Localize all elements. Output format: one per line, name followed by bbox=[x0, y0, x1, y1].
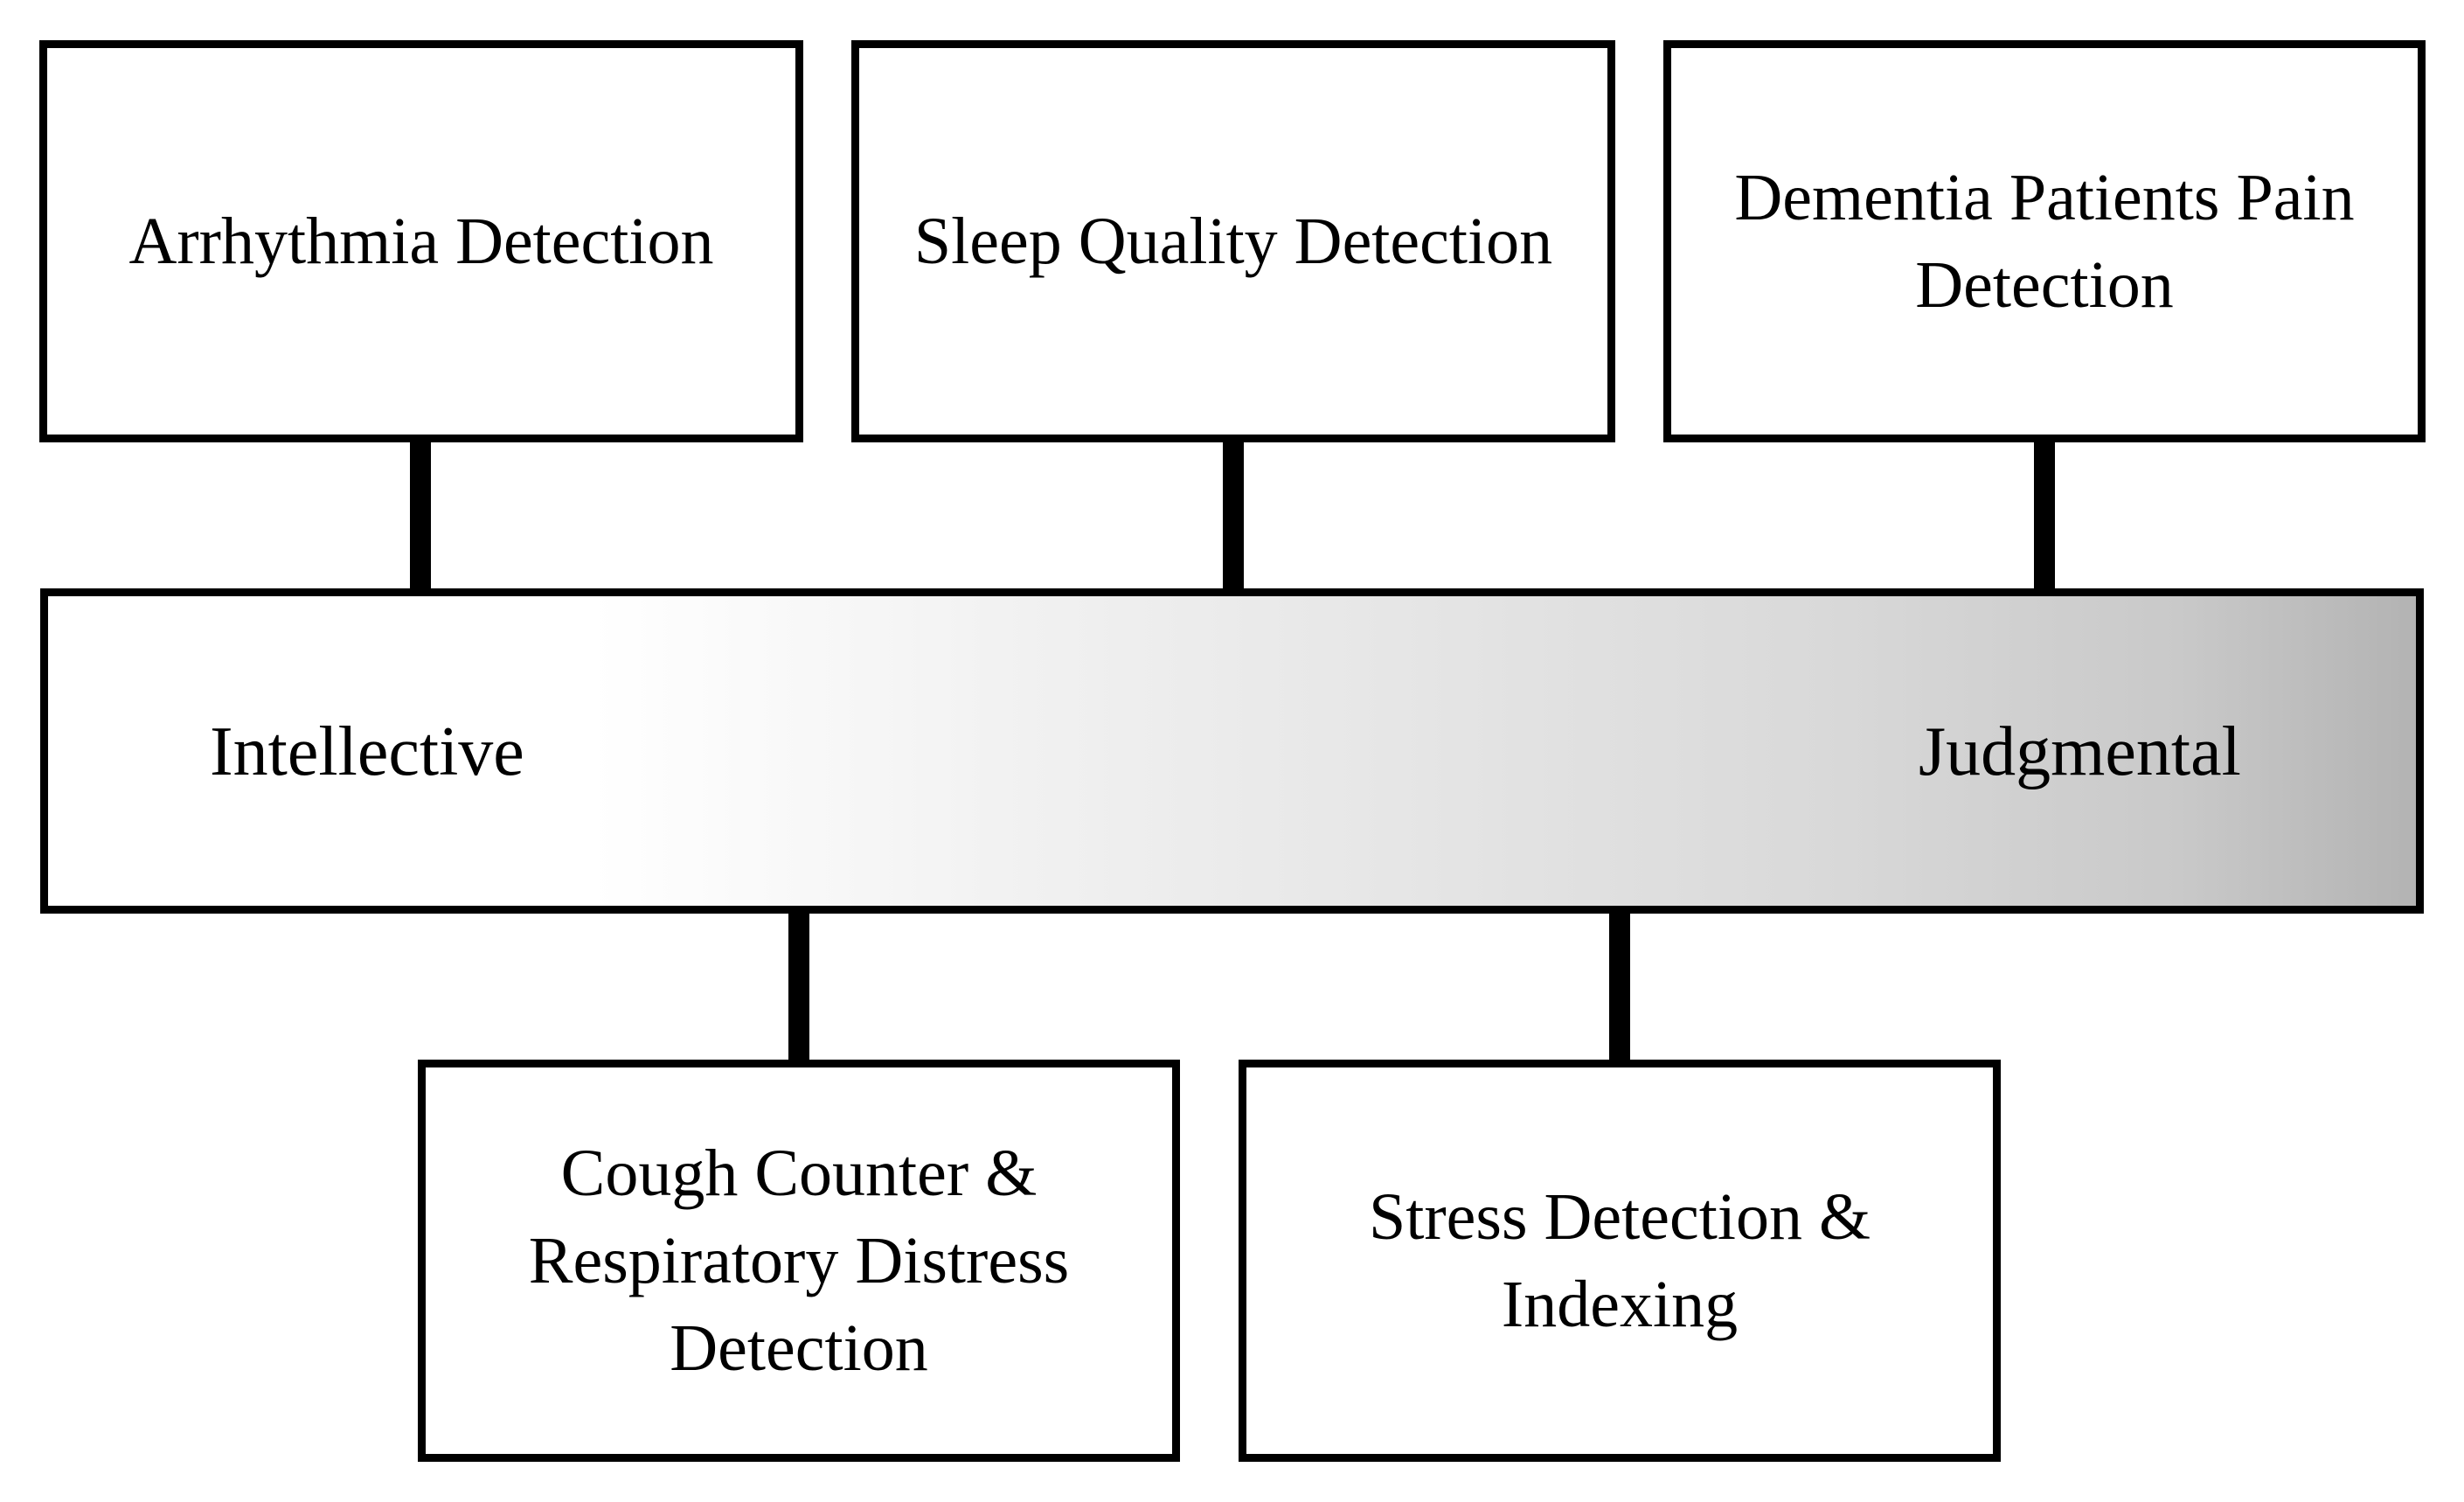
connector-stress-detection bbox=[1609, 911, 1630, 1062]
box-label-line: Sleep Quality Detection bbox=[913, 205, 1553, 278]
box-label-line: Detection bbox=[1915, 248, 2174, 322]
connector-sleep-quality bbox=[1223, 441, 1244, 591]
spectrum-right-label: Judgmental bbox=[1919, 713, 2241, 790]
box-label-line: Detection bbox=[670, 1311, 928, 1385]
box-label-line: Dementia Patients Pain bbox=[1734, 161, 2355, 234]
intellective-judgmental-spectrum-bar bbox=[40, 588, 2424, 914]
connector-cough-counter bbox=[788, 911, 809, 1062]
box-stress-detection-indexing: Stress Detection & Indexing bbox=[1239, 1060, 2001, 1462]
box-label-line: Indexing bbox=[1501, 1268, 1739, 1341]
box-label-line: Cough Counter & bbox=[560, 1137, 1038, 1210]
box-label-line: Stress Detection & bbox=[1368, 1180, 1871, 1254]
box-sleep-quality-detection: Sleep Quality Detection bbox=[851, 40, 1615, 442]
box-label-line: Arrhythmia Detection bbox=[128, 205, 714, 278]
box-cough-counter-respiratory-distress: Cough Counter & Respiratory Distress Det… bbox=[418, 1060, 1180, 1462]
box-dementia-pain-detection: Dementia Patients Pain Detection bbox=[1663, 40, 2426, 442]
connector-dementia-pain bbox=[2034, 441, 2055, 591]
connector-arrhythmia bbox=[410, 441, 431, 591]
box-label-line: Respiratory Distress bbox=[528, 1224, 1070, 1297]
box-arrhythmia-detection: Arrhythmia Detection bbox=[39, 40, 803, 442]
spectrum-left-label: Intellective bbox=[210, 713, 524, 790]
